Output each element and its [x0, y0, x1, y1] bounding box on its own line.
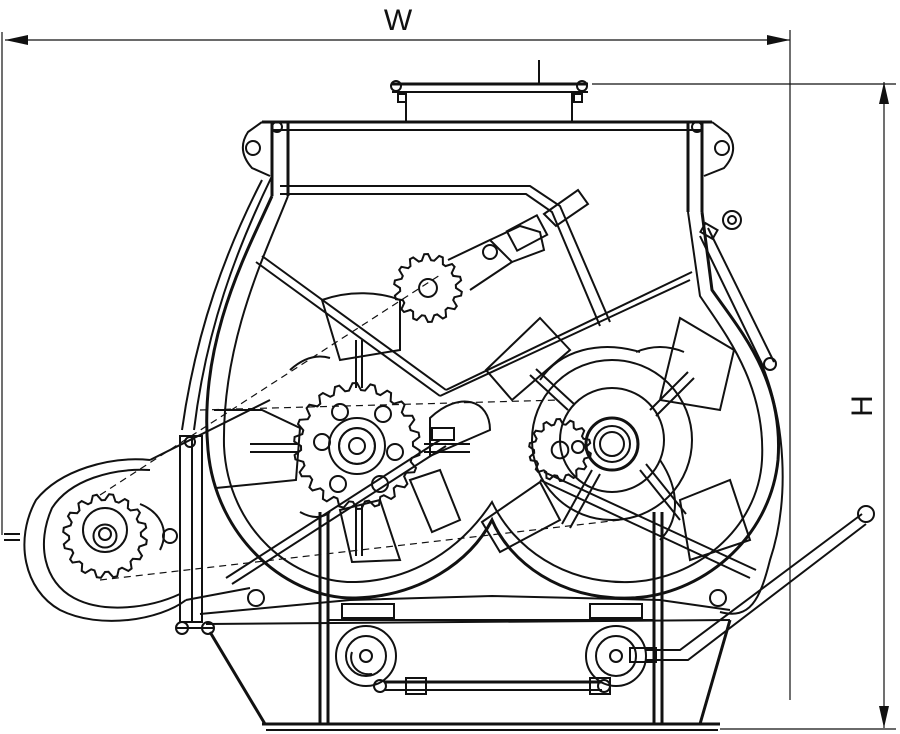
right-shaft-sprocket-bore	[550, 440, 570, 460]
height-label: H	[846, 395, 879, 417]
left-shaft-sprocket	[293, 381, 421, 511]
right-shaft-sprocket	[528, 417, 592, 483]
width-dimension: W	[1, 4, 791, 700]
drive-motor	[4, 399, 271, 635]
motor-sprocket	[62, 493, 148, 579]
upper-drive-sprocket	[393, 252, 463, 324]
left-discharge-valve	[335, 603, 397, 693]
upper-drive-arm	[447, 188, 590, 291]
mixer-body	[181, 120, 784, 615]
valve-link-rod	[384, 677, 611, 695]
right-shaft-hub	[531, 359, 693, 521]
drive-chain-lines	[99, 274, 621, 581]
motor-sprocket-bore	[92, 523, 118, 549]
width-label: W	[384, 4, 413, 37]
height-dimension: H	[592, 82, 896, 730]
discharge-lever	[646, 505, 875, 661]
inlet-hatch	[390, 60, 588, 122]
left-shaft-hub	[313, 403, 455, 493]
left-paddle-rotor	[214, 292, 492, 564]
upper-drive-sprocket-bore	[418, 278, 438, 298]
support-frame	[199, 512, 732, 731]
